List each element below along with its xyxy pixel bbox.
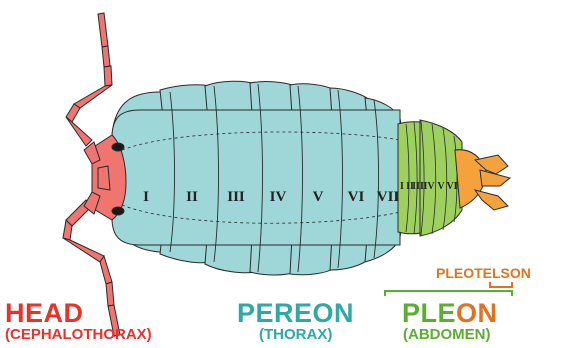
head-title: HEAD	[5, 300, 84, 327]
pleon-seg-6: VI	[446, 181, 457, 192]
head	[84, 135, 126, 220]
pereon-title: PEREON	[237, 300, 354, 327]
eye-icon	[112, 207, 124, 215]
pleon-seg-5: V	[437, 181, 445, 192]
pleon-title-ple: PLE	[402, 298, 456, 328]
pleon-subtitle: (ABDOMEN)	[403, 327, 491, 342]
pleon-numerals: I II III IV V VI	[400, 181, 458, 192]
pereon-seg-6: VI	[348, 189, 365, 205]
pleotelson-title: PLEOTELSON	[436, 266, 531, 280]
pereon-body	[112, 110, 400, 245]
pleotelson-bracket	[490, 282, 512, 287]
eye-icon	[112, 143, 124, 151]
pereon-seg-1: I	[143, 189, 149, 205]
pleon-seg-4: IV	[423, 181, 435, 192]
pleon-title: PLEON	[402, 300, 498, 327]
pleon-seg-3: III	[412, 181, 424, 192]
pleon-title-on: ON	[456, 298, 498, 328]
head-subtitle: (CEPHALOTHORAX)	[5, 327, 152, 342]
pereon-subtitle: (THORAX)	[259, 327, 332, 342]
pereon-seg-2: II	[186, 189, 198, 205]
pleotelson	[455, 150, 510, 210]
pleon-seg-1: I	[400, 181, 404, 192]
pleon-bracket	[385, 291, 512, 296]
pereon-seg-7: VII	[377, 189, 400, 205]
pereon-seg-5: V	[313, 189, 324, 205]
pereon-seg-3: III	[227, 189, 245, 205]
pereon-seg-4: IV	[270, 189, 287, 205]
